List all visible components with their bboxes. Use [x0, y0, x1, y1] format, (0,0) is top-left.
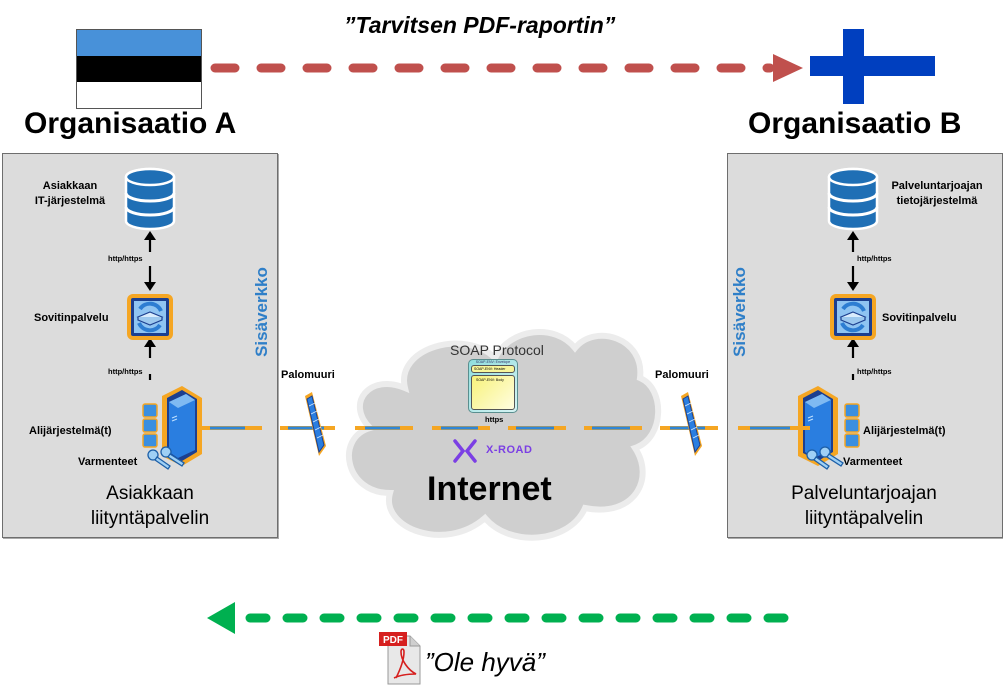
org-b-title: Organisaatio B: [748, 107, 962, 140]
protocol-label: http/https: [108, 367, 143, 376]
firewall-icon: [681, 392, 702, 456]
adapter-service-label: Sovitinpalvelu: [882, 312, 957, 324]
provider-system-label: Palveluntarjoajan tietojärjestelmä: [891, 180, 983, 207]
certificates-label: Varmenteet: [78, 456, 138, 468]
pdf-file-icon: PDF: [379, 632, 421, 685]
transport-label: https: [485, 415, 504, 424]
certificate-keys-icon: [147, 446, 185, 470]
security-server-icon: [798, 386, 860, 470]
org-a-title: Organisaatio A: [24, 107, 237, 140]
certificates-label: Varmenteet: [843, 456, 903, 468]
client-security-server-label: Asiakkaan liityntäpalvelin: [90, 483, 210, 529]
internet-cloud: [345, 329, 662, 541]
response-arrow: [207, 602, 810, 634]
subsystems-label: Alijärjestelmä(t): [29, 425, 112, 437]
xroad-logo-icon: [453, 439, 477, 463]
http-connector-arrows: [847, 231, 859, 380]
internet-label: Internet: [427, 470, 552, 508]
database-icon: [827, 167, 879, 231]
soap-header: SOAP-ENV: Header: [471, 365, 515, 373]
estonia-flag: [76, 29, 202, 109]
firewall-label: Palomuuri: [655, 369, 709, 381]
client-system-label: Asiakkaan IT-järjestelmä: [34, 180, 106, 207]
protocol-label: http/https: [857, 254, 892, 263]
response-message: ”Ole hyvä”: [425, 647, 545, 677]
request-message: ”Tarvitsen PDF-raportin”: [344, 12, 616, 38]
finland-flag: [810, 29, 935, 104]
firewall-label: Palomuuri: [281, 369, 335, 381]
adapter-service-icon: [127, 294, 173, 340]
internal-network-label: Sisäverkko: [252, 267, 271, 357]
internal-network-label: Sisäverkko: [730, 267, 749, 357]
protocol-label: http/https: [108, 254, 143, 263]
adapter-service-label: Sovitinpalvelu: [34, 312, 109, 324]
protocol-label: http/https: [857, 367, 892, 376]
request-arrow: [210, 54, 803, 82]
adapter-service-icon: [830, 294, 876, 340]
subsystem-cubes-icon: [844, 403, 860, 448]
http-connector-arrows: [144, 231, 156, 380]
subsystem-cubes-icon: [142, 403, 158, 448]
xroad-connection-line: [200, 426, 810, 430]
database-icon: [124, 167, 176, 231]
subsystems-label: Alijärjestelmä(t): [863, 425, 946, 437]
xroad-label: X-ROAD: [486, 444, 533, 456]
certificate-keys-icon: [806, 446, 844, 470]
soap-envelope: SOAP-ENV: Envelope SOAP-ENV: Header SOAP…: [468, 359, 518, 413]
firewall-icon: [305, 392, 326, 456]
soap-protocol-title: SOAP Protocol: [450, 342, 544, 358]
svg-text:PDF: PDF: [383, 635, 403, 646]
security-server-icon: [142, 386, 202, 470]
soap-body: SOAP-ENV: Body: [471, 375, 515, 410]
provider-security-server-label: Palveluntarjoajan liityntäpalvelin: [791, 483, 937, 529]
